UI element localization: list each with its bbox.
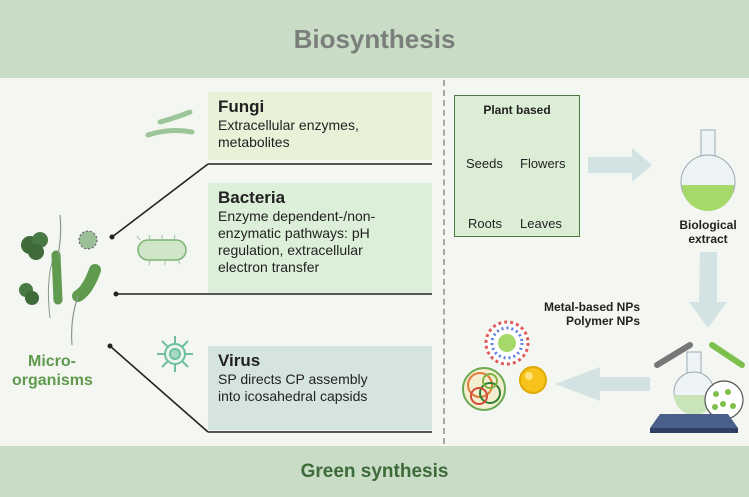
bacteria-desc-line2: enzymatic pathways: pH (218, 225, 370, 241)
virus-desc-line1: SP directs CP assembly (218, 371, 368, 387)
bacteria-box: Bacteria Enzyme dependent-/non- enzymati… (208, 183, 432, 293)
biological-extract-label: Biological extract (668, 218, 748, 246)
footer-title: Green synthesis (300, 460, 449, 482)
plant-item-leaves: Leaves (520, 216, 562, 231)
microorganisms-cluster-icon (19, 214, 101, 346)
fiber-np-icon (462, 367, 506, 411)
dashed-divider (443, 80, 445, 444)
fungi-desc-line2: metabolites (218, 134, 290, 150)
bacteria-desc-line4: electron transfer (218, 259, 320, 275)
bacteria-desc-line1: Enzyme dependent-/non- (218, 208, 376, 224)
synthesis-setup-icon (650, 342, 745, 433)
microorganisms-label: Micro- organisms (12, 352, 93, 390)
polymer-np-icon (484, 320, 530, 366)
fungi-title: Fungi (218, 97, 265, 116)
plant-item-roots: Roots (468, 216, 502, 231)
microorganisms-label-line2: organisms (12, 372, 93, 389)
virus-title: Virus (218, 351, 261, 370)
virus-icon (157, 336, 193, 372)
fungi-box: Fungi Extracellular enzymes, metabolites (208, 92, 432, 160)
biological-extract-line2: extract (688, 232, 728, 246)
footer-band: Green synthesis (0, 446, 749, 497)
header-title: Biosynthesis (293, 23, 456, 54)
virus-box: Virus SP directs CP assembly into icosah… (208, 346, 432, 430)
flask-icon (680, 129, 736, 211)
nps-label-line2: Polymer NPs (565, 314, 640, 328)
fungi-hypha-icon (145, 109, 195, 138)
fungi-desc-line1: Extracellular enzymes, (218, 117, 359, 133)
biological-extract-line1: Biological (679, 218, 737, 232)
nps-label: Metal-based NPs Polymer NPs (490, 300, 640, 328)
metal-np-icon (519, 366, 547, 394)
plant-item-seeds: Seeds (466, 156, 503, 171)
bacteria-desc-line3: regulation, extracellular (218, 242, 363, 258)
plant-item-flowers: Flowers (520, 156, 566, 171)
connector-lines (109, 163, 432, 433)
plant-based-title: Plant based (483, 103, 551, 117)
plant-based-box (454, 95, 580, 237)
nps-label-line1: Metal-based NPs (543, 300, 640, 314)
flow-arrows (555, 148, 727, 401)
bacterium-icon (136, 234, 187, 266)
microorganisms-label-line1: Micro- (28, 353, 76, 370)
virus-desc-line2: into icosahedral capsids (218, 388, 368, 404)
bacteria-title: Bacteria (218, 188, 286, 207)
header-band: Biosynthesis (0, 0, 749, 78)
